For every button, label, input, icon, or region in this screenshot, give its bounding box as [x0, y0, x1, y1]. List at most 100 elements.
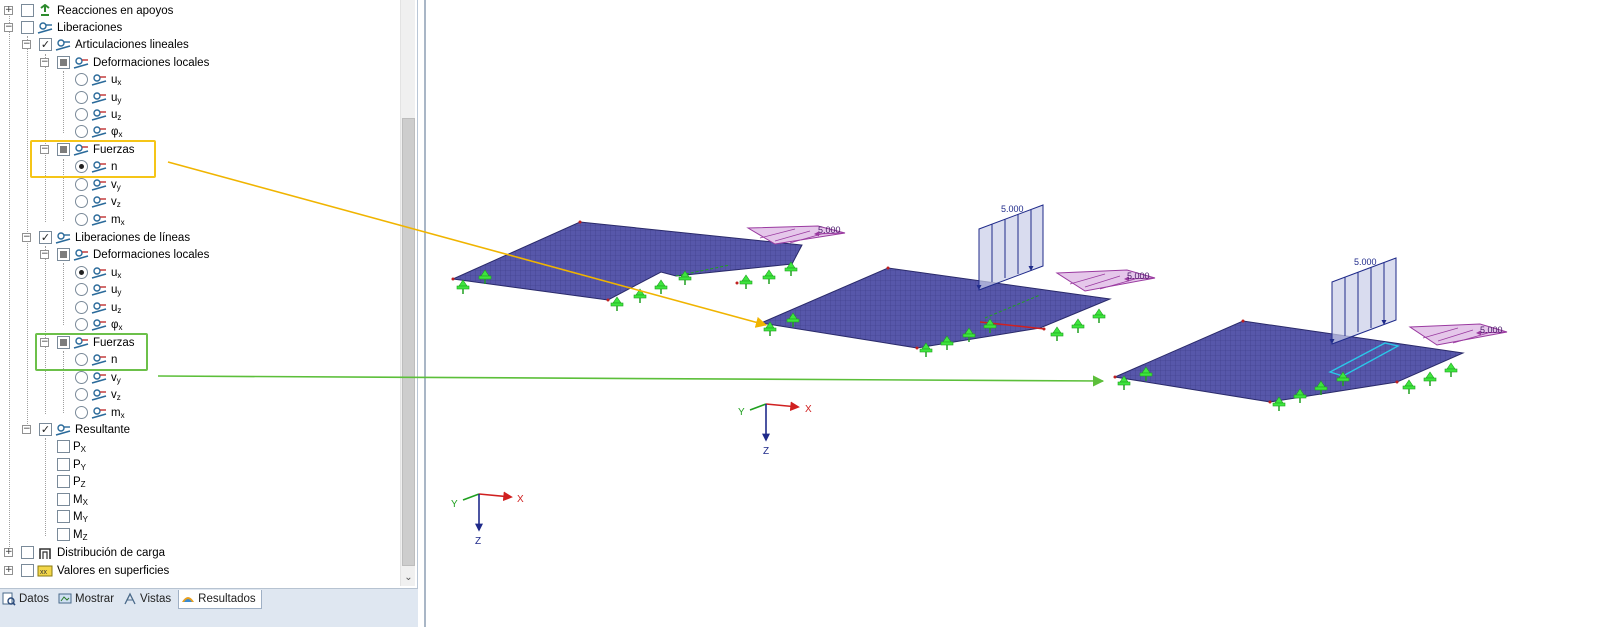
checkbox[interactable]	[21, 564, 34, 577]
tree-item-valores-en-superficies[interactable]: + xx Valores en superficies	[4, 562, 169, 579]
tree-item-n[interactable]: n	[75, 158, 117, 175]
checkbox-checked[interactable]: ✓	[39, 38, 52, 51]
scrollbar-thumb[interactable]	[402, 118, 415, 566]
radio-button[interactable]	[75, 73, 88, 86]
checkbox[interactable]	[57, 510, 70, 523]
tab-datos[interactable]: Datos	[0, 590, 54, 609]
radio-button[interactable]	[75, 108, 88, 121]
collapse-icon[interactable]: −	[40, 337, 49, 347]
scroll-down-arrow-icon[interactable]: ⌄	[404, 572, 413, 583]
deformation-icon	[91, 301, 107, 314]
checkbox[interactable]	[57, 528, 70, 541]
checkbox[interactable]	[57, 458, 70, 471]
checkbox-partial[interactable]	[57, 336, 70, 349]
collapse-icon[interactable]: −	[22, 424, 31, 434]
tree-item-label: Liberaciones	[57, 21, 123, 34]
vertical-scrollbar[interactable]: ⌄	[400, 0, 415, 586]
collapse-icon[interactable]: −	[40, 249, 49, 259]
tab-resultados[interactable]: Resultados	[178, 589, 262, 609]
checkbox[interactable]	[57, 493, 70, 506]
checkbox[interactable]	[57, 475, 70, 488]
tree-item-label: n	[111, 160, 118, 173]
3d-model-view[interactable]	[424, 0, 1613, 627]
tree-item-subscript: y	[117, 288, 122, 297]
deformation-icon	[91, 108, 107, 121]
tree-item-resultante[interactable]: − ✓ Resultante	[22, 421, 130, 438]
tree-item-subscript: z	[116, 200, 121, 209]
radio-button[interactable]	[75, 353, 88, 366]
checkbox-partial[interactable]	[57, 248, 70, 261]
tree-item-deformaciones-locales[interactable]: − Deformaciones locales	[40, 246, 209, 263]
checkbox[interactable]	[57, 440, 70, 453]
radio-button[interactable]	[75, 301, 88, 314]
expand-icon[interactable]: +	[4, 565, 13, 575]
tab-mostrar[interactable]: Mostrar	[56, 590, 119, 609]
tree-item-liberaciones-de-lineas[interactable]: − ✓ Liberaciones de líneas	[22, 229, 190, 246]
tab-vistas[interactable]: Vistas	[121, 590, 176, 609]
tree-item-label: u	[111, 91, 118, 104]
tree-item-reacciones-en-apoyos[interactable]: + Reacciones en apoyos	[4, 2, 173, 19]
tree-item-subscript: z	[117, 113, 122, 122]
expand-icon[interactable]: +	[4, 5, 13, 15]
release-icon	[37, 21, 53, 34]
radio-button[interactable]	[75, 406, 88, 419]
radio-button[interactable]	[75, 283, 88, 296]
radio-button-selected[interactable]	[75, 266, 88, 279]
load-distribution-icon	[39, 547, 51, 559]
radio-button[interactable]	[75, 91, 88, 104]
radio-button[interactable]	[75, 318, 88, 331]
tree-item-subscript: y	[116, 183, 121, 192]
tree-item-label: u	[111, 283, 118, 296]
checkbox-checked[interactable]: ✓	[39, 231, 52, 244]
tree-item-n[interactable]: n	[75, 351, 117, 368]
checkbox[interactable]	[21, 21, 34, 34]
radio-button[interactable]	[75, 388, 88, 401]
tree-item-label: u	[111, 266, 118, 279]
collapse-icon[interactable]: −	[40, 144, 49, 154]
radio-button[interactable]	[75, 178, 88, 191]
expand-icon[interactable]: +	[4, 547, 13, 557]
radio-button-selected[interactable]	[75, 160, 88, 173]
collapse-icon[interactable]: −	[40, 57, 49, 67]
tree-item-articulaciones-lineales[interactable]: − ✓ Articulaciones lineales	[22, 36, 189, 53]
tree-item-distribucion-de-carga[interactable]: + Distribución de carga	[4, 544, 165, 561]
checkbox-partial[interactable]	[57, 56, 70, 69]
force-icon	[91, 371, 107, 384]
checkbox[interactable]	[21, 4, 34, 17]
collapse-icon[interactable]: −	[22, 39, 31, 49]
tree-item-fuerzas[interactable]: − Fuerzas	[40, 141, 135, 158]
radio-button[interactable]	[75, 371, 88, 384]
tree-item-fuerzas[interactable]: − Fuerzas	[40, 334, 135, 351]
collapse-icon[interactable]: −	[22, 232, 31, 242]
checkbox[interactable]	[21, 546, 34, 559]
radio-button[interactable]	[75, 125, 88, 138]
checkbox-partial[interactable]	[57, 143, 70, 156]
checkbox-checked[interactable]: ✓	[39, 423, 52, 436]
tree-item-liberaciones[interactable]: − Liberaciones	[4, 19, 122, 36]
radio-button[interactable]	[75, 213, 88, 226]
tree-item-deformaciones-locales[interactable]: − Deformaciones locales	[40, 54, 209, 71]
tree-item-label: u	[111, 301, 118, 314]
radio-button[interactable]	[75, 195, 88, 208]
collapse-icon[interactable]: −	[4, 22, 13, 32]
